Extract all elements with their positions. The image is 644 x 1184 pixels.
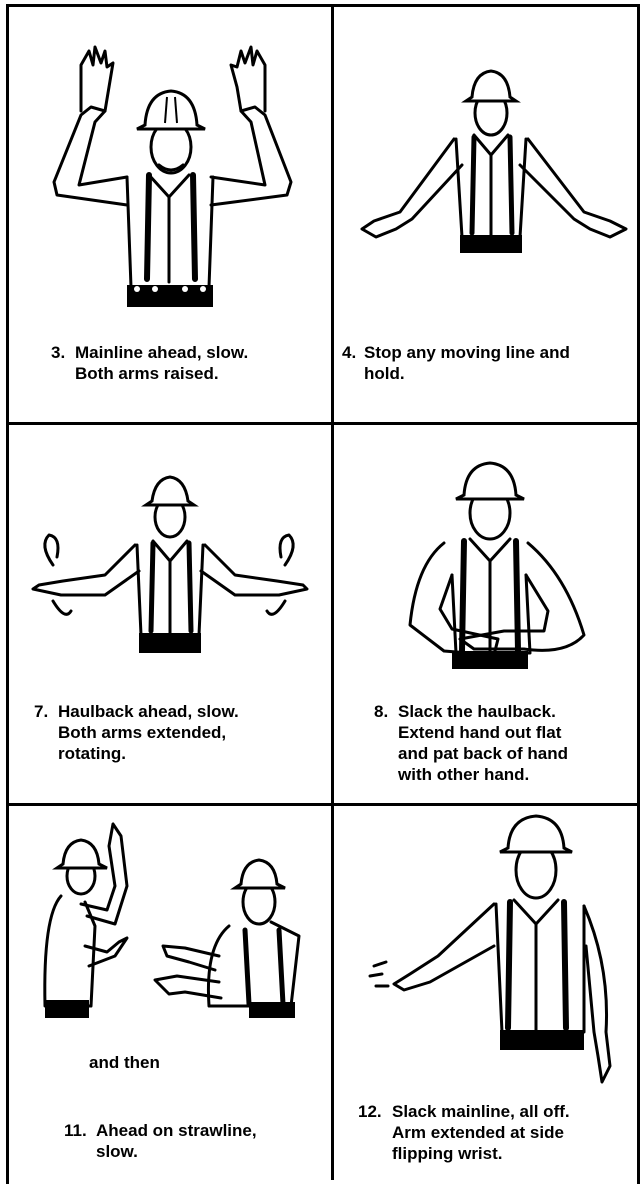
- signal-caption-3: 3.Mainline ahead, slow. Both arms raised…: [51, 342, 248, 384]
- worker-arms-out-low-illustration: [334, 7, 637, 267]
- and-then-label: and then: [89, 1052, 160, 1073]
- signal-number: 12.: [358, 1101, 392, 1122]
- signal-panel-7: 7.Haulback ahead, slow. Both arms extend…: [9, 425, 331, 803]
- signal-panel-8: 8.Slack the haulback. Extend hand out fl…: [334, 425, 637, 803]
- caption-line: Slack the haulback.: [398, 702, 556, 721]
- signal-number: 7.: [34, 701, 58, 722]
- caption-line: Both arms extended,: [34, 722, 239, 743]
- caption-line: Extend hand out flat: [374, 722, 568, 743]
- caption-line: Arm extended at side: [358, 1122, 570, 1143]
- signal-number: 3.: [51, 342, 75, 363]
- worker-patting-hand-illustration: [334, 425, 637, 675]
- worker-arms-extended-rotating-illustration: [9, 425, 331, 665]
- signal-caption-4: 4.Stop any moving line and hold.: [342, 342, 570, 384]
- caption-line: Haulback ahead, slow.: [58, 702, 239, 721]
- signal-caption-11: 11.Ahead on strawline, slow.: [64, 1120, 257, 1162]
- signal-panel-12: 12.Slack mainline, all off. Arm extended…: [334, 806, 637, 1184]
- worker-flipping-wrist-illustration: [334, 806, 637, 1096]
- caption-line: slow.: [64, 1141, 257, 1162]
- signal-panel-4: 4.Stop any moving line and hold.: [334, 7, 637, 422]
- signal-number: 4.: [342, 342, 364, 363]
- frame-right: [637, 4, 640, 1184]
- caption-line: and pat back of hand: [374, 743, 568, 764]
- caption-line: Ahead on strawline,: [96, 1121, 257, 1140]
- signal-prefix-11: and then: [89, 1052, 160, 1073]
- caption-line: with other hand.: [374, 764, 568, 785]
- caption-line: Slack mainline, all off.: [392, 1102, 570, 1121]
- signal-panel-11: and then 11.Ahead on strawline, slow.: [9, 806, 331, 1184]
- signal-caption-7: 7.Haulback ahead, slow. Both arms extend…: [34, 701, 239, 764]
- signal-number: 8.: [374, 701, 398, 722]
- caption-line: flipping wrist.: [358, 1143, 570, 1164]
- signal-panel-3: 3.Mainline ahead, slow. Both arms raised…: [9, 7, 331, 422]
- caption-line: Mainline ahead, slow.: [75, 343, 248, 362]
- two-workers-strawline-illustration: [9, 806, 331, 1026]
- signal-caption-12: 12.Slack mainline, all off. Arm extended…: [358, 1101, 570, 1164]
- caption-line: hold.: [342, 363, 570, 384]
- signal-caption-8: 8.Slack the haulback. Extend hand out fl…: [374, 701, 568, 785]
- caption-line: Both arms raised.: [51, 363, 248, 384]
- signal-number: 11.: [64, 1120, 96, 1141]
- caption-line: rotating.: [34, 743, 239, 764]
- worker-both-arms-raised-illustration: [9, 7, 331, 307]
- caption-line: Stop any moving line and: [364, 343, 570, 362]
